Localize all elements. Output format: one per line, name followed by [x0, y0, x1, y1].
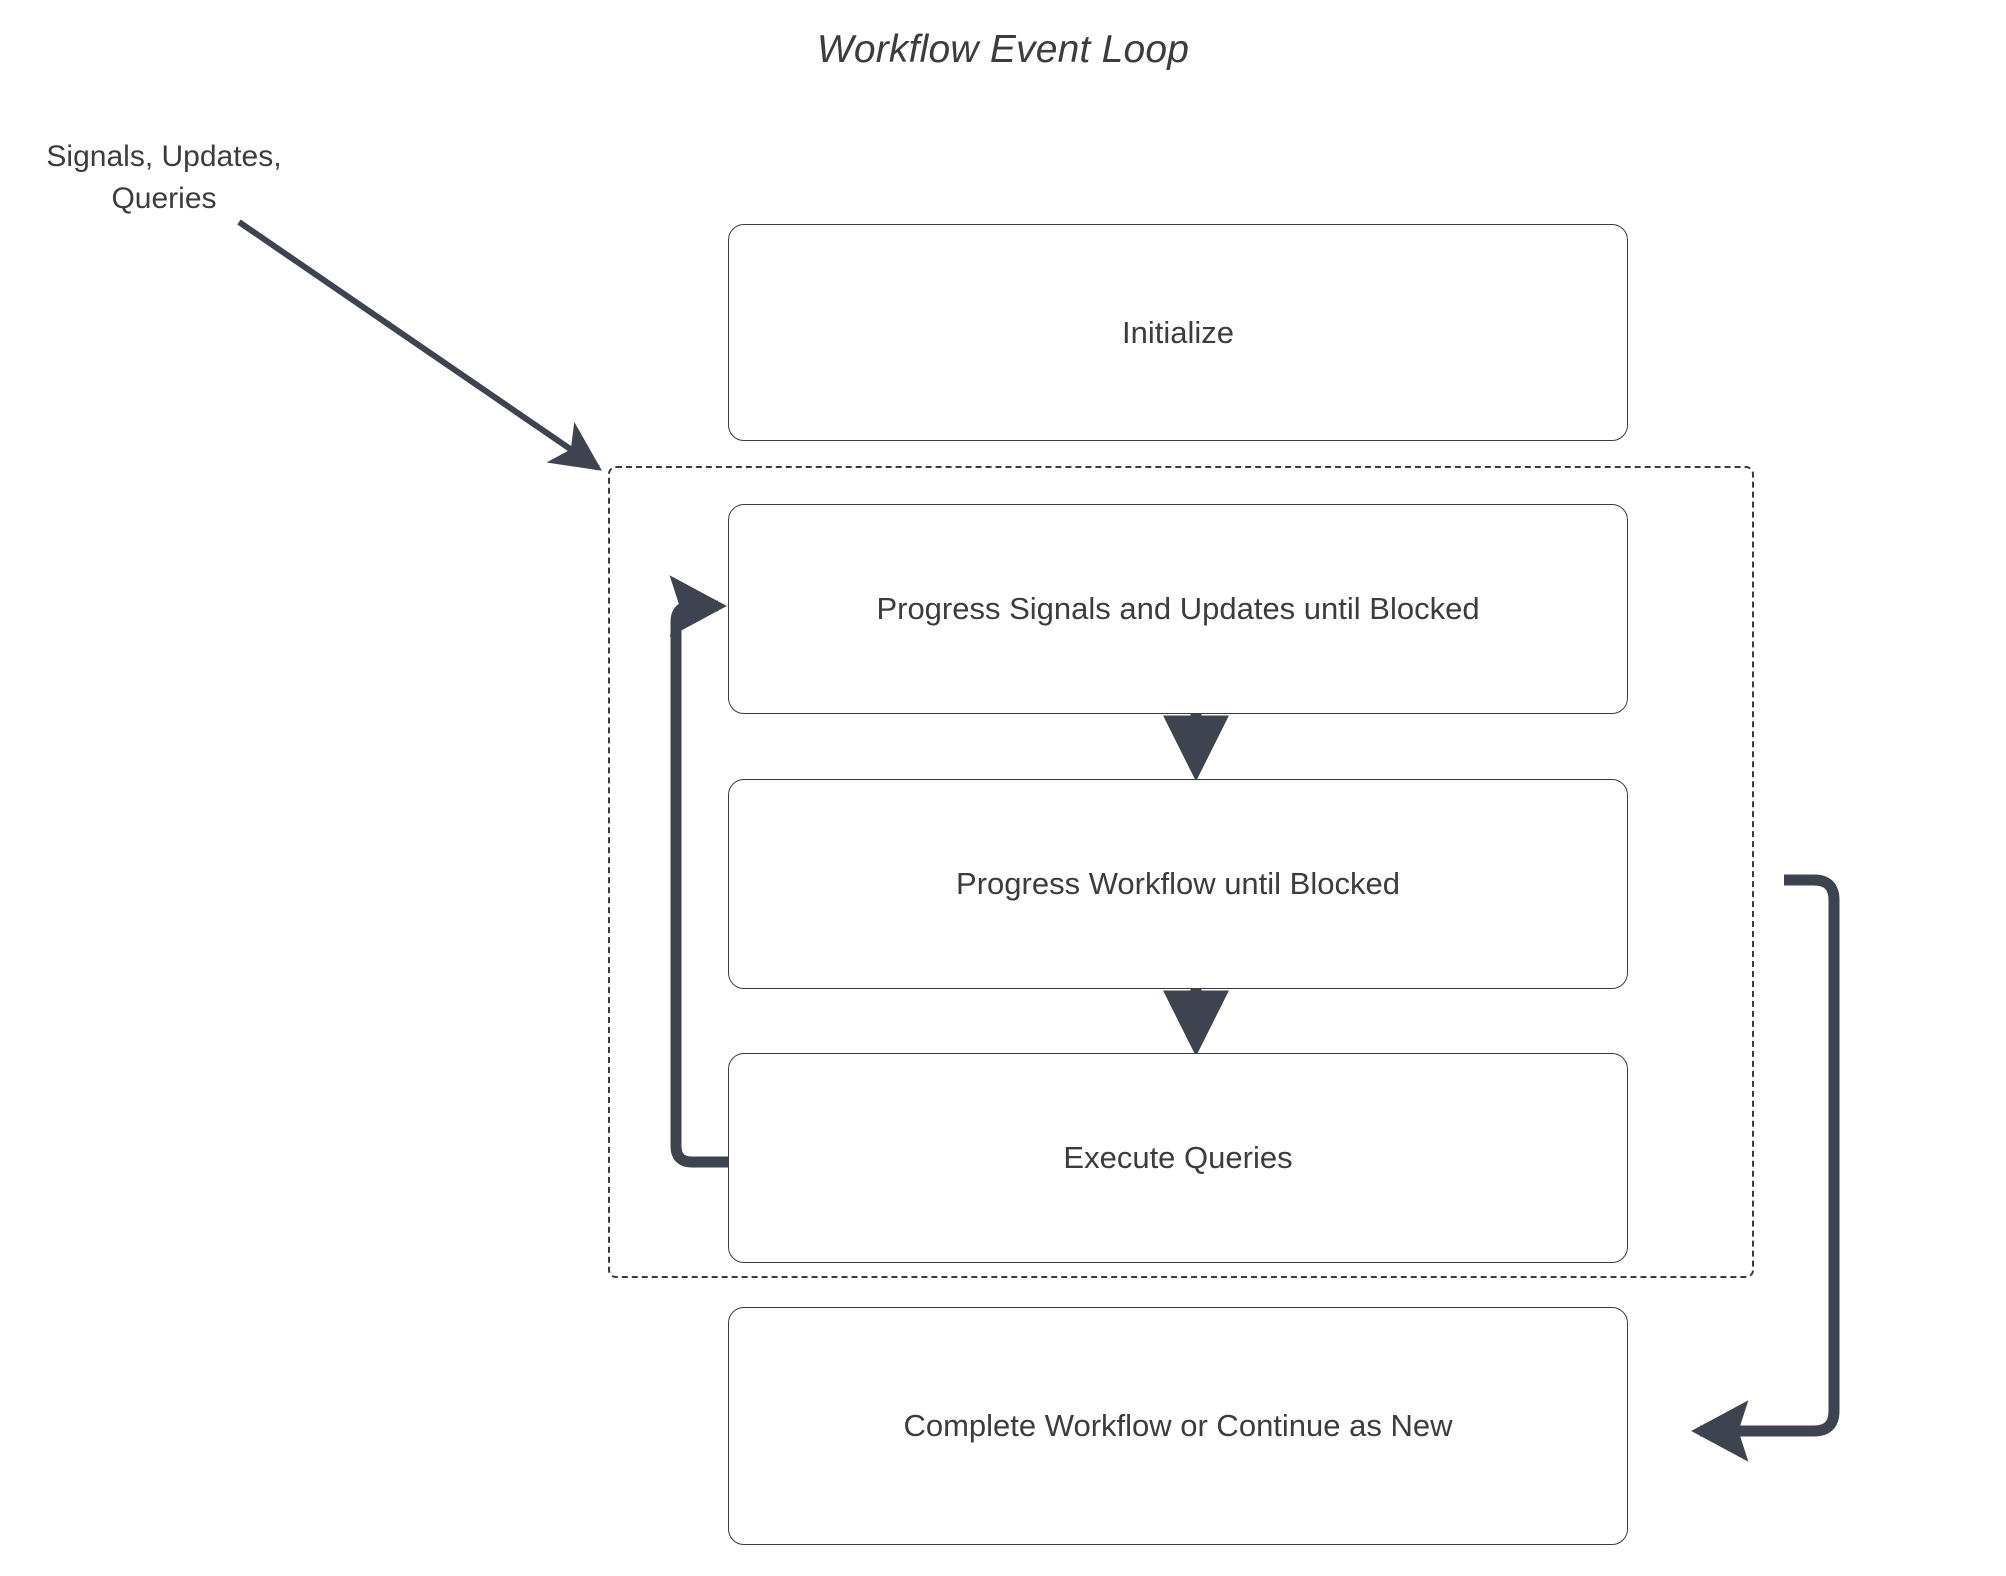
external-input-label: Signals, Updates, Queries	[46, 140, 282, 215]
node-complete-workflow-label: Complete Workflow or Continue as New	[903, 1408, 1453, 1443]
node-execute-queries[interactable]: Execute Queries	[728, 1053, 1628, 1263]
node-initialize[interactable]: Initialize	[728, 224, 1628, 441]
node-progress-signals[interactable]: Progress Signals and Updates until Block…	[728, 504, 1628, 714]
node-complete-workflow[interactable]: Complete Workflow or Continue as New	[728, 1307, 1628, 1545]
node-execute-queries-label: Execute Queries	[1063, 1140, 1293, 1175]
page-title: Workflow Event Loop	[816, 28, 1190, 71]
node-progress-workflow[interactable]: Progress Workflow until Blocked	[728, 779, 1628, 989]
node-initialize-label: Initialize	[1122, 314, 1234, 350]
event-loop-group	[608, 466, 1754, 1278]
node-progress-signals-label: Progress Signals and Updates until Block…	[876, 591, 1480, 626]
node-progress-workflow-label: Progress Workflow until Blocked	[956, 866, 1400, 901]
edge-signals-to-loop	[237, 219, 602, 471]
